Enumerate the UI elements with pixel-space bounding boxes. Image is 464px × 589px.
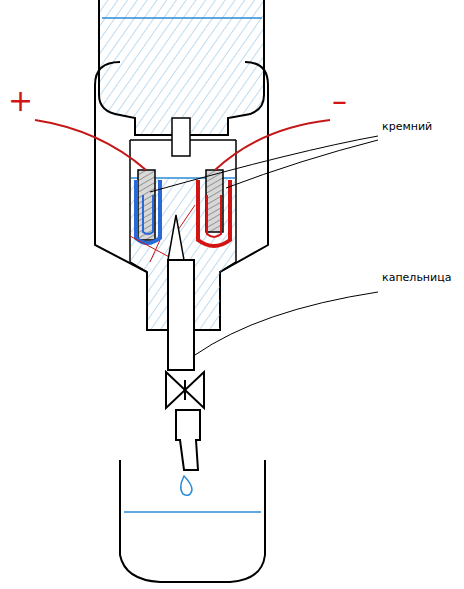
polarity-sign: + <box>8 84 33 117</box>
part-label: капельница <box>382 272 451 284</box>
part-label: кремний <box>382 121 432 133</box>
polarity-sign: – <box>332 84 347 117</box>
